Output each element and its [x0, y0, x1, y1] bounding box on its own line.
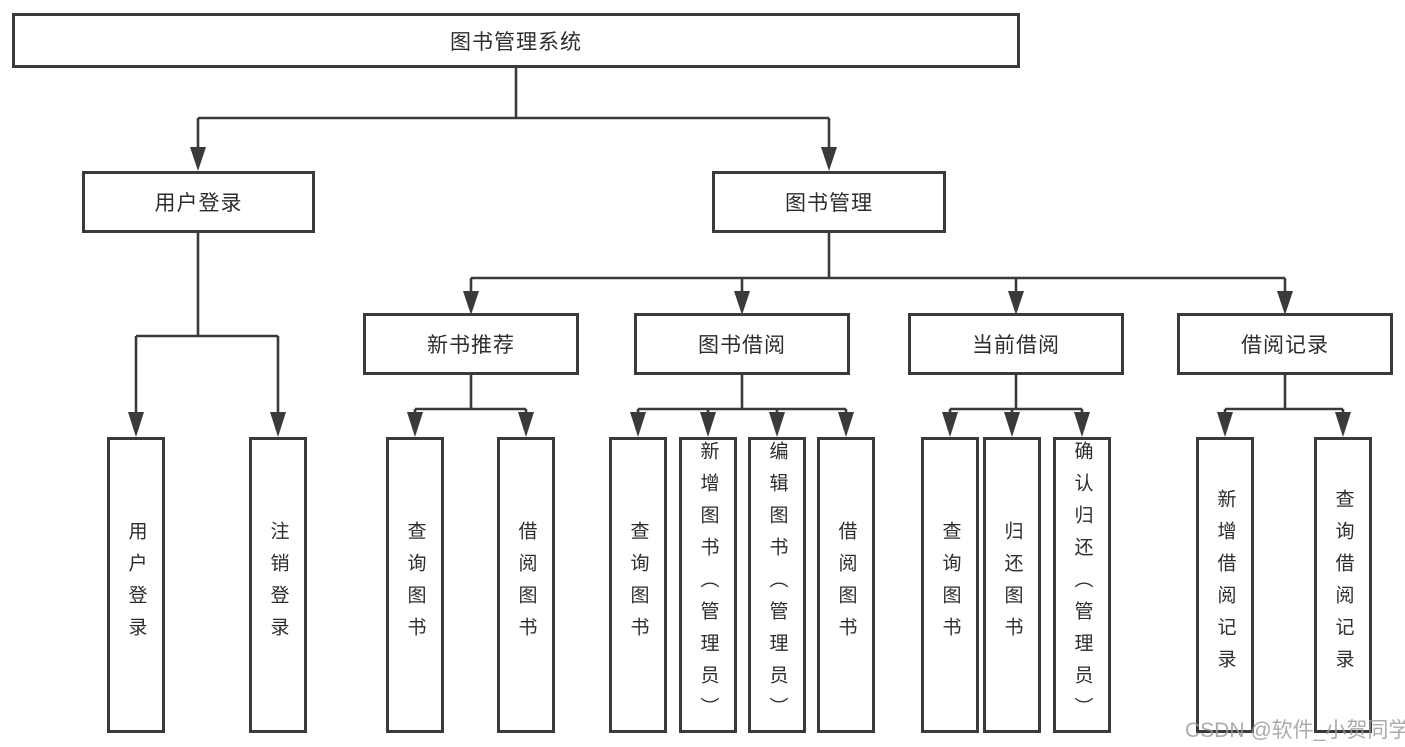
leaf-user-login: 用户登录 — [107, 437, 165, 733]
node-book-borrow: 图书借阅 — [634, 313, 850, 375]
node-current-borrow: 当前借阅 — [908, 313, 1124, 375]
watermark: CSDN @软件_小贺同学 — [1185, 719, 1405, 742]
leaf-return-book: 归还图书 — [983, 437, 1041, 733]
leaf-logout: 注销登录 — [249, 437, 307, 733]
leaf-edit-book-admin: 编辑图书（管理员） — [748, 437, 806, 733]
node-book-management: 图书管理 — [712, 171, 946, 233]
node-new-book-recommend: 新书推荐 — [363, 313, 579, 375]
leaf-borrow-book: 借阅图书 — [817, 437, 875, 733]
leaf-query-book-current: 查询图书 — [921, 437, 979, 733]
node-root-system: 图书管理系统 — [12, 13, 1020, 68]
leaf-add-borrow-record: 新增借阅记录 — [1196, 437, 1254, 733]
leaf-add-book-admin: 新增图书（管理员） — [679, 437, 737, 733]
node-user-login: 用户登录 — [82, 171, 315, 233]
leaf-query-book-recommend: 查询图书 — [386, 437, 444, 733]
leaf-confirm-return-admin: 确认归还（管理员） — [1053, 437, 1111, 733]
leaf-query-book-borrow: 查询图书 — [609, 437, 667, 733]
leaf-borrow-book-recommend: 借阅图书 — [497, 437, 555, 733]
leaf-query-borrow-record: 查询借阅记录 — [1314, 437, 1372, 733]
node-borrow-records: 借阅记录 — [1177, 313, 1393, 375]
